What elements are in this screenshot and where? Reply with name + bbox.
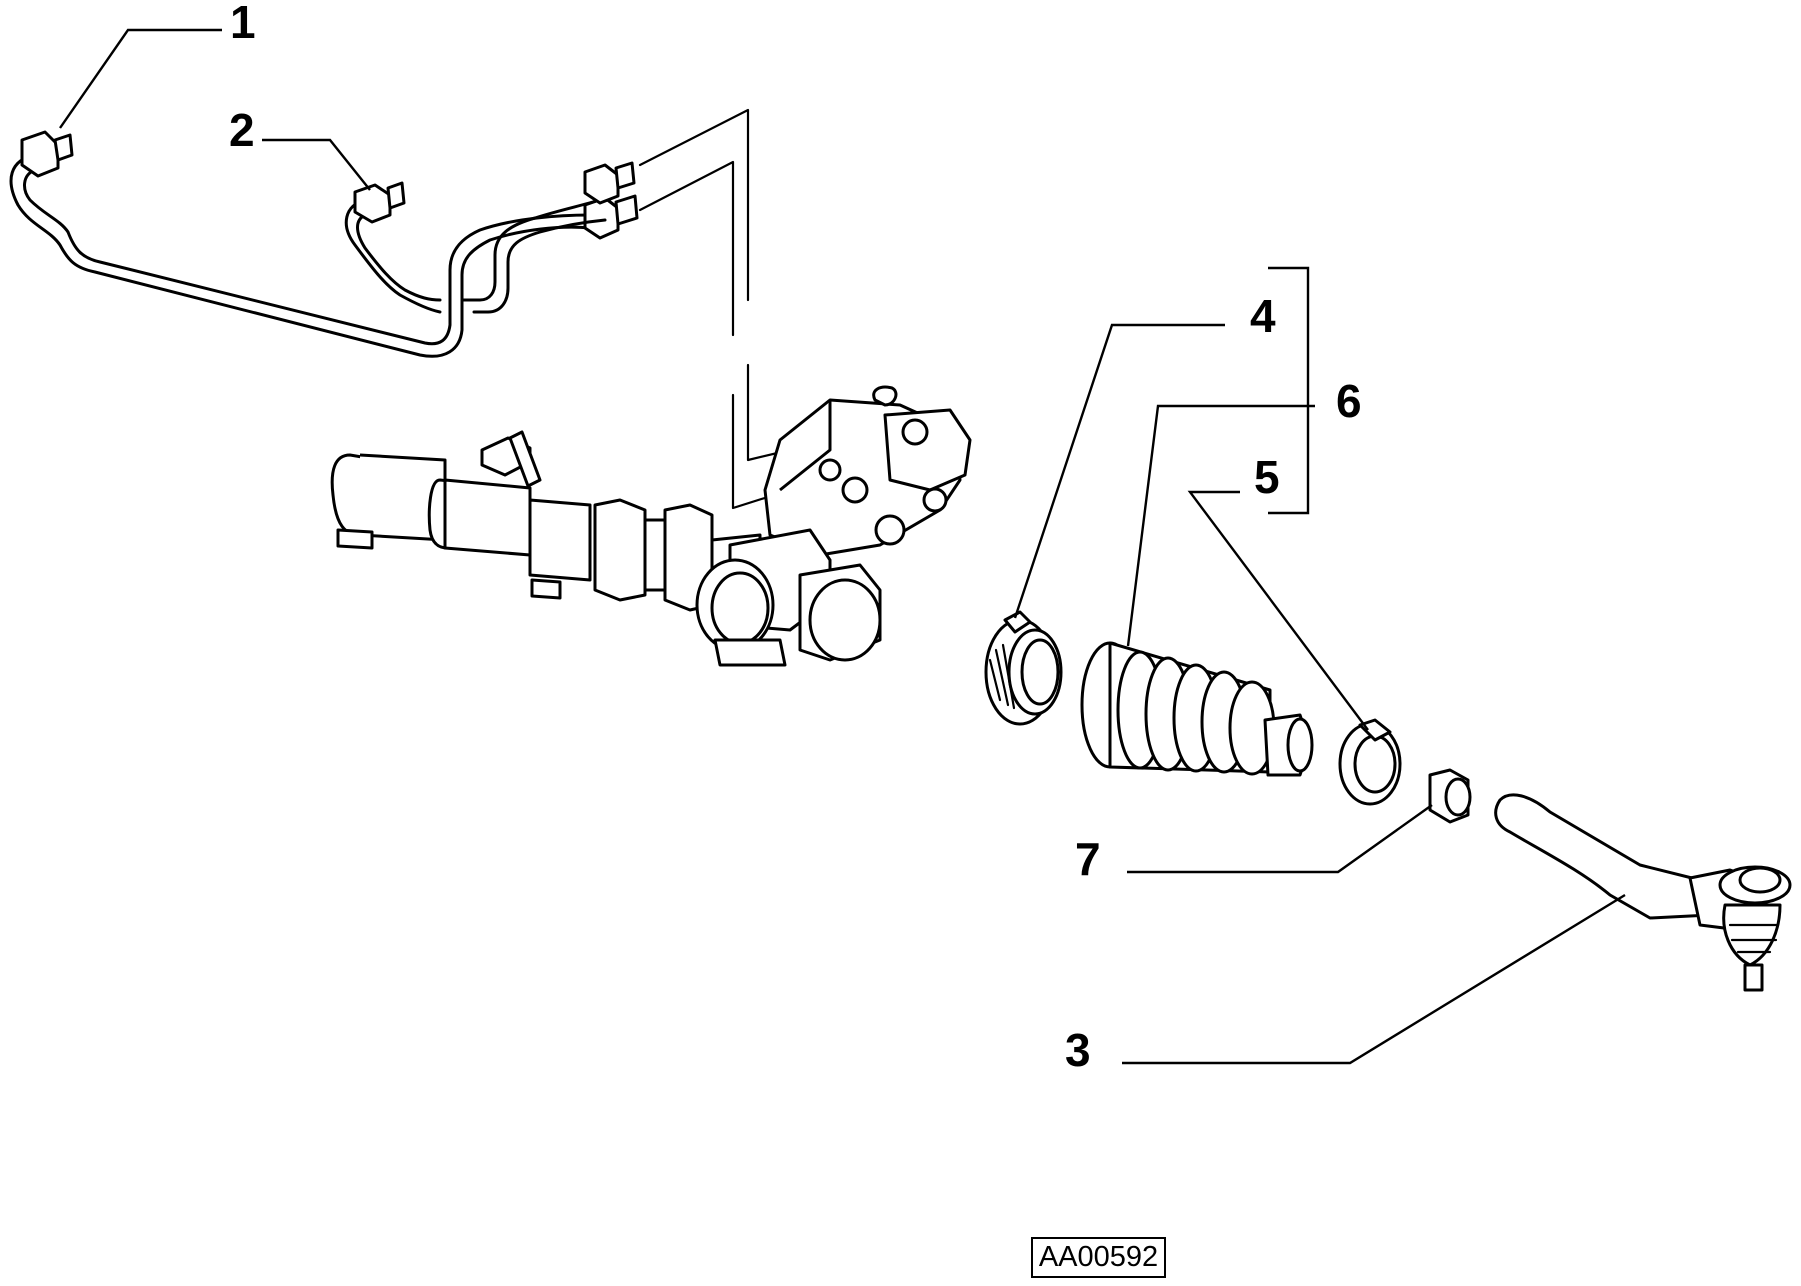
callout-3: 3 — [1065, 1024, 1091, 1076]
callout-5: 5 — [1254, 451, 1280, 503]
bellows-boot-icon[interactable] — [1080, 641, 1314, 777]
callout-2: 2 — [229, 104, 255, 156]
leader-2 — [262, 138, 371, 191]
group-bracket — [1268, 266, 1310, 515]
leader-5 — [1187, 490, 1369, 731]
leader-lines — [59, 28, 1626, 1065]
leader-6 — [1126, 404, 1315, 647]
callout-6: 6 — [1336, 375, 1362, 427]
lock-nut-icon[interactable] — [1428, 768, 1472, 824]
assembly-guide-lines — [638, 108, 792, 510]
small-clamp-icon[interactable] — [1338, 718, 1402, 806]
leader-7 — [1127, 804, 1433, 874]
hose-clamp-icon[interactable] — [984, 610, 1063, 726]
callout-4: 4 — [1250, 290, 1276, 342]
leader-3 — [1122, 893, 1626, 1065]
steering-rack-housing-icon — [330, 385, 972, 667]
leader-1 — [59, 28, 222, 129]
tie-rod-end-icon[interactable] — [1494, 793, 1792, 992]
brake-pipe-long-icon[interactable] — [9, 130, 639, 358]
leader-4 — [1013, 323, 1225, 619]
callout-7: 7 — [1075, 833, 1101, 885]
callout-1: 1 — [230, 0, 256, 48]
drawing-code-label: AA00592 — [1031, 1237, 1166, 1278]
brake-pipe-short-icon[interactable] — [344, 161, 636, 314]
